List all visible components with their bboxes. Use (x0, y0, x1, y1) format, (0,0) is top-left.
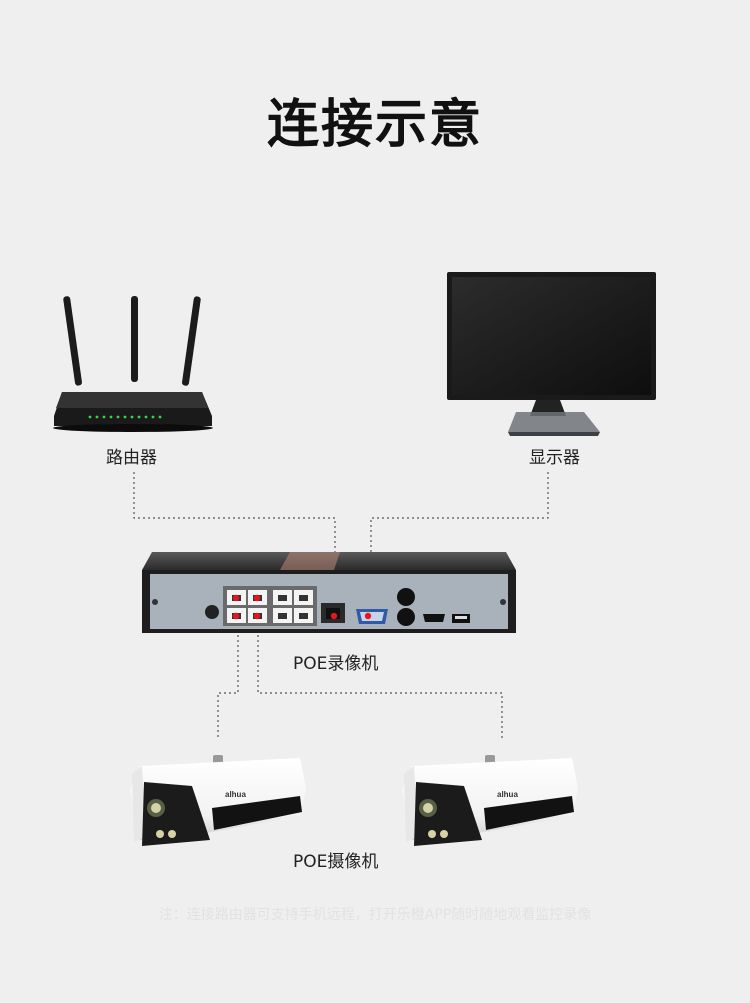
camera-label: POE摄像机 (293, 852, 379, 872)
page-title: 连接示意 (266, 95, 483, 155)
nvr-to-camera-left-line (217, 625, 239, 738)
nvr-icon (142, 552, 516, 633)
router-icon (53, 296, 213, 432)
nvr-label: POE录像机 (293, 654, 379, 674)
monitor-icon (447, 272, 656, 436)
monitor-label: 显示器 (529, 448, 580, 468)
camera-icon: alhua (402, 755, 578, 846)
router-label: 路由器 (106, 448, 157, 468)
svg-text:alhua: alhua (497, 790, 518, 799)
camera-icon: alhua (130, 755, 306, 846)
nvr-to-camera-right-line (257, 625, 503, 738)
footnote: 注：连接路由器可支持手机远程，打开乐橙APP随时随地观看监控录像 (158, 907, 592, 923)
svg-text:alhua: alhua (225, 790, 246, 799)
